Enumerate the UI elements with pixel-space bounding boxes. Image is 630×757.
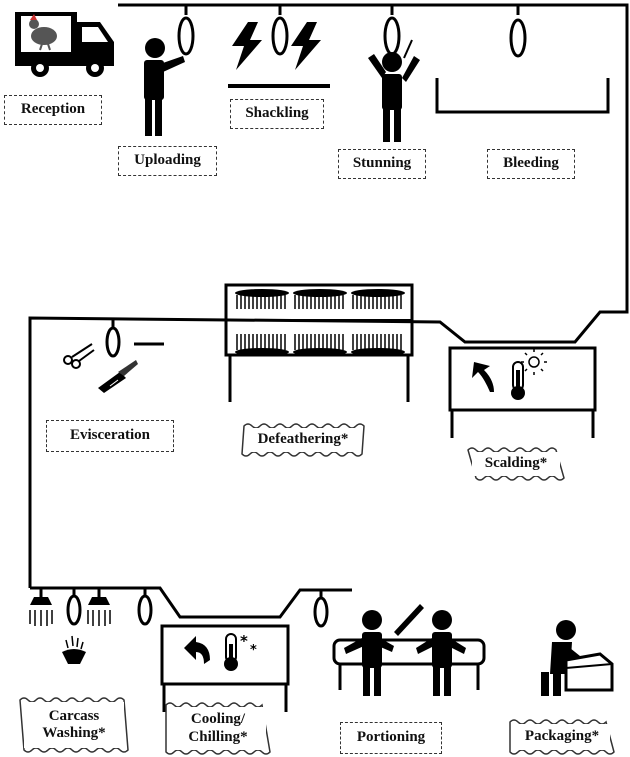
scalding-tank xyxy=(448,346,597,438)
hen-icon xyxy=(29,14,57,51)
label-carcass-washing-line1: Carcass xyxy=(48,707,100,724)
truck-icon xyxy=(15,12,114,77)
label-cooling-chilling: Cooling/ Chilling* xyxy=(170,707,266,750)
label-stunning: Stunning xyxy=(338,149,426,179)
scissors-icon xyxy=(63,343,95,369)
label-portioning: Portioning xyxy=(340,722,442,754)
label-defeathering: Defeathering* xyxy=(248,428,358,452)
defeathering-machine xyxy=(224,283,414,402)
svg-text:*: * xyxy=(250,643,257,658)
arrow-back-icon xyxy=(184,636,210,664)
lightning-bolt-icon xyxy=(232,22,321,70)
label-carcass-washing: Carcass Washing* xyxy=(24,702,124,748)
knife-icon xyxy=(394,604,424,636)
label-cooling-line1: Cooling/ xyxy=(190,711,246,728)
cooling-tank: * * xyxy=(160,624,290,712)
label-cooling-line2: Chilling* xyxy=(188,728,248,745)
label-packaging: Packaging* xyxy=(514,724,610,750)
shower-head-icon xyxy=(29,588,111,664)
person-icon xyxy=(416,610,466,696)
label-carcass-washing-line2: Washing* xyxy=(42,725,106,741)
person-icon xyxy=(144,38,185,136)
shackle-icon xyxy=(66,5,527,628)
thermometer-icon: * * xyxy=(224,632,257,671)
conveyor-line xyxy=(28,3,629,619)
bleeding-trough xyxy=(435,78,610,114)
label-bleeding: Bleeding xyxy=(487,149,575,179)
label-evisceration: Evisceration xyxy=(46,420,174,452)
person-icon xyxy=(368,39,420,142)
person-icon xyxy=(344,610,394,696)
label-scalding: Scalding* xyxy=(472,452,560,476)
label-uploading: Uploading xyxy=(118,146,217,176)
arrow-up-icon xyxy=(472,362,494,392)
label-shackling: Shackling xyxy=(230,99,324,129)
label-reception: Reception xyxy=(4,95,102,125)
portioning-station xyxy=(332,604,486,696)
knife-icon xyxy=(98,360,138,393)
thermometer-icon xyxy=(511,349,547,400)
svg-text:*: * xyxy=(240,632,248,650)
wavy-label-borders xyxy=(19,423,615,755)
box-icon xyxy=(541,620,614,696)
